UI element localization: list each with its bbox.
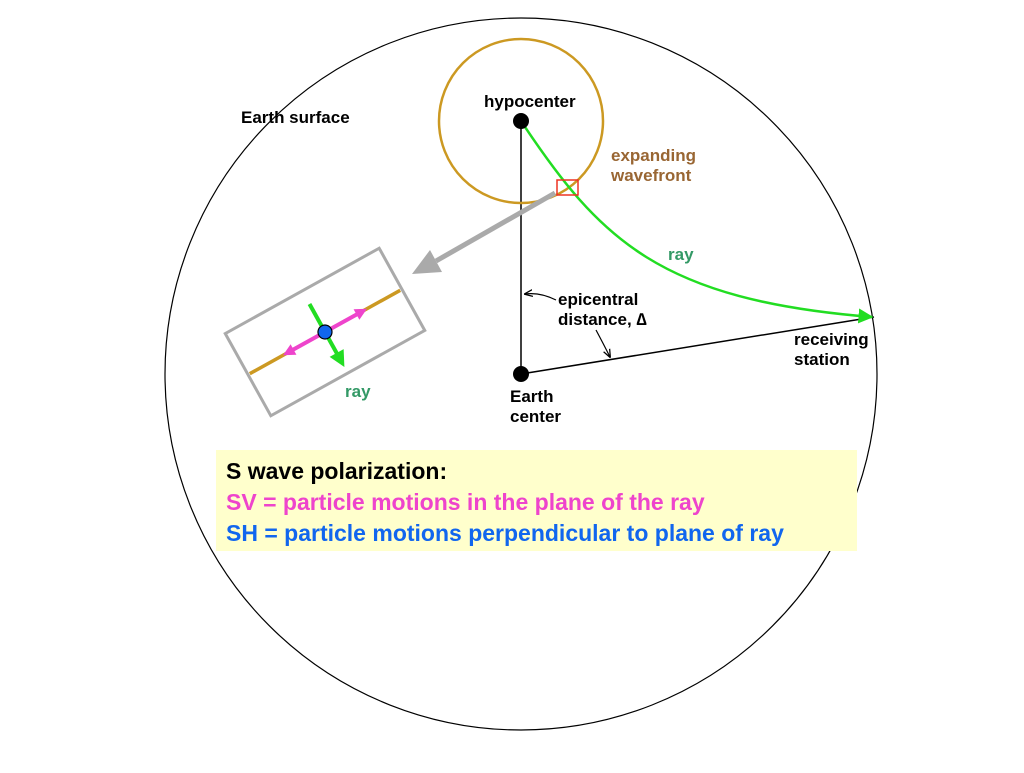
ray-path <box>519 120 874 324</box>
wavefront-label: expanding wavefront <box>611 146 696 186</box>
epicentral-pointer-1 <box>525 294 557 301</box>
inset-ray-label: ray <box>345 382 371 401</box>
inset-ray-arrowhead <box>329 349 345 367</box>
legend-title: S wave polarization: <box>226 458 448 484</box>
legend-sv: SV = particle motions in the plane of th… <box>226 489 705 515</box>
inset-pointer-shaft <box>434 190 557 264</box>
epicentral-pointer-2 <box>595 329 610 357</box>
inset-pointer-head <box>412 250 442 274</box>
earth-center-line1: Earth <box>510 387 554 406</box>
earth-center-dot <box>513 366 529 382</box>
legend-sh: SH = particle motions perpendicular to p… <box>226 520 784 546</box>
receiving-station-line2: station <box>794 350 850 369</box>
hypocenter-dot <box>513 113 529 129</box>
ray-sample-box <box>556 179 579 196</box>
station-radius-line <box>520 316 875 375</box>
receiving-station-line1: receiving <box>794 330 869 349</box>
wavefront-label-line2: wavefront <box>611 166 692 185</box>
wavefront-circle <box>437 37 605 205</box>
epicentral-distance-line1: epicentral <box>558 290 639 309</box>
sh-motion-dot <box>317 324 333 340</box>
polarization-inset <box>223 246 427 418</box>
earth-surface-label: Earth surface <box>241 108 350 127</box>
epicentral-distance-line2: distance, ∆ <box>558 310 647 329</box>
sv-arrowhead-left <box>283 344 297 356</box>
earth-center-line2: center <box>510 407 562 426</box>
polarization-legend: S wave polarization: SV = particle motio… <box>216 450 857 551</box>
sv-arrowhead-right <box>353 308 367 320</box>
epicentral-distance-label: epicentral distance, ∆ <box>558 290 647 330</box>
ray-label: ray <box>668 245 694 264</box>
earth-center-label: Earth center <box>510 387 561 427</box>
hypocenter-label: hypocenter <box>484 92 576 111</box>
earth-surface-circle <box>164 17 878 731</box>
receiving-station-label: receiving station <box>794 330 869 370</box>
wavefront-label-line1: expanding <box>611 146 697 165</box>
